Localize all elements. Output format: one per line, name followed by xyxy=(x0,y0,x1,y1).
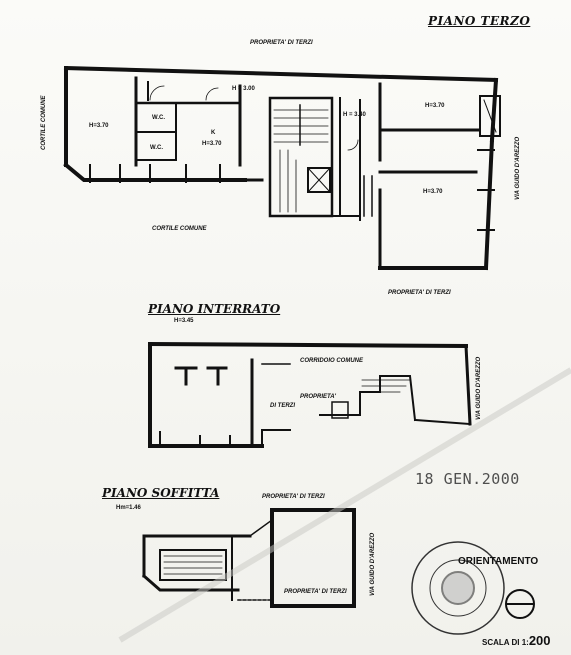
label-h-right-top: H=3.70 xyxy=(425,103,445,109)
label-scala: SCALA DI 1:200 xyxy=(482,633,551,648)
stamp-date: 18 GEN.2000 xyxy=(415,470,520,488)
label-cortile-comune-left: CORTILE COMUNE xyxy=(41,95,47,150)
label-cortile-comune-bottom: CORTILE COMUNE xyxy=(152,226,207,232)
north-arrow-icon xyxy=(505,589,535,619)
label-wc-1: W.C. xyxy=(152,115,165,121)
label-h-right-bottom: H=3.70 xyxy=(423,189,443,195)
label-h-interrato: H=3.45 xyxy=(174,318,194,324)
label-proprieta-interrato-2: DI TERZI xyxy=(270,403,295,409)
label-proprieta-soffitta-top: PROPRIETA' DI TERZI xyxy=(262,494,325,500)
piano-soffitta-plan xyxy=(141,508,356,608)
label-proprieta-terzi-bottom: PROPRIETA' DI TERZI xyxy=(388,290,451,296)
title-piano-terzo: PIANO TERZO xyxy=(428,14,531,28)
title-piano-interrato: PIANO INTERRATO xyxy=(148,302,281,316)
label-via-guido-arezzo-terzo: VIA GUIDO D'AREZZO xyxy=(515,136,521,200)
label-k: K xyxy=(211,130,216,136)
label-h-left-room: H=3.70 xyxy=(89,123,109,129)
scan-streak xyxy=(118,367,571,643)
label-wc-2: W.C. xyxy=(150,145,163,151)
label-corridoio-comune: CORRIDOIO COMUNE xyxy=(300,358,363,364)
label-proprieta-interrato-1: PROPRIETA' xyxy=(300,394,336,400)
label-proprieta-terzi-top: PROPRIETA' DI TERZI xyxy=(250,40,313,46)
label-via-guido-arezzo-interrato: VIA GUIDO D'AREZZO xyxy=(476,356,482,420)
label-orientamento: ORIENTAMENTO xyxy=(458,556,539,567)
label-h-kitchen: H=3.70 xyxy=(202,141,222,147)
piano-terzo-plan xyxy=(63,65,501,271)
piano-interrato-plan xyxy=(147,341,472,448)
label-h-soffitta: Hm=1.46 xyxy=(116,505,141,511)
label-via-guido-arezzo-soffitta: VIA GUIDO D'AREZZO xyxy=(370,532,376,596)
label-h-corridor: H = 3.00 xyxy=(232,86,255,92)
office-seal xyxy=(411,541,505,635)
label-h-hall: H = 3.40 xyxy=(343,112,366,118)
title-piano-soffitta: PIANO SOFFITTA xyxy=(102,486,220,500)
label-proprieta-soffitta-inside: PROPRIETA' DI TERZI xyxy=(284,589,347,595)
